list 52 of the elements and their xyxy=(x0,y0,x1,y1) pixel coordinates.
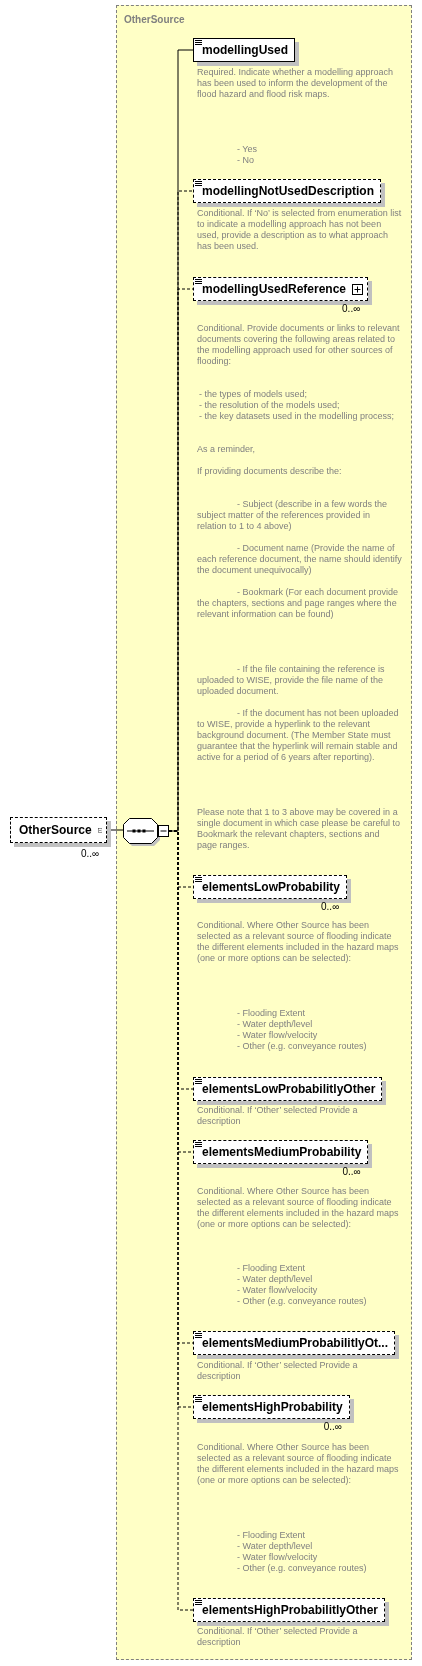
description-text: - Water depth/level xyxy=(236,1274,314,1285)
element-name: OtherSource xyxy=(18,823,93,837)
description-text: As a reminder, xyxy=(197,444,257,455)
description-text: Conditional. If ‘Other’ selected Provide a description xyxy=(197,1626,359,1648)
description-text: - the key datasets used in the modelling process; xyxy=(198,411,396,422)
element-name: elementsMediumProbabilitlyOt... xyxy=(201,1336,390,1350)
element-name: elementsLowProbabilitlyOther xyxy=(201,1082,377,1096)
element-name: elementsMediumProbability xyxy=(201,1145,363,1159)
element-name: elementsLowProbability xyxy=(201,880,342,894)
description-text: - If the file containing the reference is uploaded to WISE, provide the file name of the uploaded document. xyxy=(197,664,386,697)
description-text: - Water flow/velocity xyxy=(236,1552,319,1563)
group-title: OtherSource xyxy=(124,14,185,25)
element-name: modellingUsed xyxy=(201,43,289,57)
multiplicity-label: 0..∞ xyxy=(81,848,100,859)
note-text: Please note that 1 to 3 above may be covered in a single document in which case please be careful to Bookmark the relevant chapters, sections and page ranges. xyxy=(197,807,402,851)
description-text: - Water depth/level xyxy=(236,1541,314,1552)
multiplicity-label: 0..∞ xyxy=(342,1166,361,1177)
description-text: - Water flow/velocity xyxy=(236,1030,319,1041)
description-text: If providing documents describe the: xyxy=(197,466,343,477)
multiplicity-label: 0..∞ xyxy=(321,901,340,912)
description-text: - No xyxy=(236,155,255,166)
description-text: Required. Indicate whether a modelling approach has been used to inform the development of the flood hazard and flood risk maps. xyxy=(197,67,395,100)
description-text: - Document name (Provide the name of each reference document, the name should identify the document unequivocally) xyxy=(197,543,402,576)
description-text: - Other (e.g. conveyance routes) xyxy=(236,1041,368,1052)
sequence-symbol xyxy=(123,818,169,844)
element-name: elementsHighProbability xyxy=(201,1400,344,1414)
description-text: Conditional. Where Other Source has been selected as a relevant source of flooding indicate the different elements included in the hazard maps (one or more options can be selected): xyxy=(197,1186,400,1230)
multiplicity-label: 0..∞ xyxy=(342,303,361,314)
element-name: elementsHighProbabilitlyOther xyxy=(201,1603,380,1617)
description-text: - the types of models used; xyxy=(198,389,309,400)
description-text: - Flooding Extent xyxy=(236,1008,307,1019)
description-text: - the resolution of the models used; xyxy=(198,400,341,411)
description-text: - Flooding Extent xyxy=(236,1263,307,1274)
element-name: modellingUsedReference xyxy=(201,282,348,296)
description-text: - If the document has not been uploaded to WISE, provide a hyperlink to the relevant background document. (The Member State must guarantee that the hyperlink will remain stable and active for a period of 6 years after reporting). xyxy=(197,708,400,763)
description-text: Conditional. Provide documents or links to relevant documents covering the following areas related to the modelling approach used for other sources of flooding: xyxy=(197,323,401,367)
description-text: Conditional. If ‘No’ is selected from enumeration list to indicate a modelling approach has not been used, provide a description as to what approach has been used. xyxy=(197,208,402,252)
description-text: - Flooding Extent xyxy=(236,1530,307,1541)
description-text: - Water depth/level xyxy=(236,1019,314,1030)
description-text: - Yes xyxy=(236,144,259,155)
description-text: Conditional. If ‘Other’ selected Provide a description xyxy=(197,1360,359,1382)
description-text: Conditional. Where Other Source has been selected as a relevant source of flooding indicate the different elements included in the hazard maps (one or more options can be selected): xyxy=(197,1442,400,1486)
multiplicity-label: 0..∞ xyxy=(323,1421,342,1432)
group-band xyxy=(116,5,412,1660)
description-text: - Bookmark (For each document provide the chapters, sections and page ranges where the relevant information can be found) xyxy=(197,587,400,620)
description-text: - Other (e.g. conveyance routes) xyxy=(236,1296,368,1307)
description-text: Conditional. If ‘Other’ selected Provide a description xyxy=(197,1105,359,1127)
description-text: - Water flow/velocity xyxy=(236,1285,319,1296)
description-text: - Subject (describe in a few words the subject matter of the references provided in relation to 1 to 4 above) xyxy=(197,499,389,532)
element-name: modellingNotUsedDescription xyxy=(201,184,375,198)
description-text: - Other (e.g. conveyance routes) xyxy=(236,1563,368,1574)
description-text: Conditional. Where Other Source has been selected as a relevant source of flooding indicate the different elements included in the hazard maps (one or more options can be selected): xyxy=(197,920,400,964)
